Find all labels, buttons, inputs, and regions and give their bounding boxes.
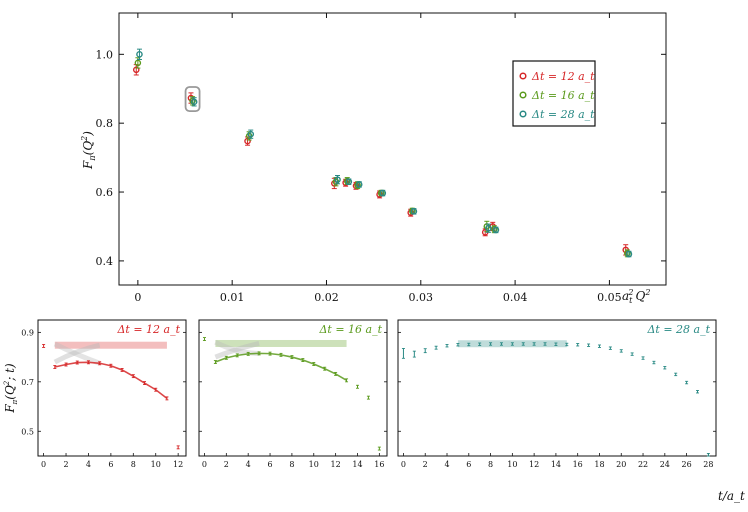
x-tick-label: 0.03 [409,291,434,304]
x-tick-label: 0.05 [597,291,622,304]
legend-box [512,60,596,127]
point-dt28 [247,130,255,138]
main-axis-ticks: 0 0.01 0.02 0.03 0.04 0.05 0.4 0.6 0.8 1.0 [96,13,666,304]
fit-shade-dt16 [214,341,260,360]
panel-y-tick-label: 0.9 [21,328,34,337]
x-tick-label: 0.04 [503,291,528,304]
plateau-band-dt16 [215,339,347,347]
panel-x-tick-label: 22 [638,460,648,469]
legend-label-dt12: Δt = 12 a_t [531,70,595,83]
panel-x-tick-label: 10 [151,460,161,469]
panel-x-tick-label: 2 [224,460,229,469]
legend-marker-dt12 [519,72,527,80]
panel-dt16-title: Δt = 16 a_t [318,323,382,336]
panel-dt28-title: Δt = 28 a_t [646,323,710,336]
legend-item-dt12: Δt = 12 a_t [519,70,595,83]
legend-label-dt16: Δt = 16 a_t [531,89,595,102]
highlight-box [184,86,201,113]
panel-dt12-frame [37,319,187,457]
legend-item-dt16: Δt = 16 a_t [519,89,595,102]
panel-dt12: Δt = 12 a_t 0 2 4 6 8 10 12 0.5 0.7 0.9 [21,319,187,469]
panel-x-tick-label: 16 [374,460,384,469]
panel-x-tick-label: 8 [488,460,493,469]
panel-x-tick-label: 12 [529,460,539,469]
legend-item-dt28: Δt = 28 a_t [519,108,595,121]
fit-curve-dt16 [215,352,347,382]
panel-x-tick-label: 2 [423,460,428,469]
y-tick-label: 0.8 [96,117,114,130]
point-dt16 [134,59,142,67]
point-dt28 [355,181,363,188]
main-y-axis-label: Fπ(Q2) [80,131,97,170]
panel-x-tick-label: 12 [173,460,183,469]
panel-x-tick-label: 28 [703,460,713,469]
panel-x-tick-label: 8 [289,460,294,469]
point-dt28 [334,176,341,183]
panel-x-tick-label: 24 [660,460,670,469]
panel-x-tick-label: 14 [551,460,561,469]
point-dt28 [410,208,418,215]
panel-x-tick-label: 16 [573,460,583,469]
panel-x-tick-label: 26 [682,460,692,469]
panel-x-tick-label: 10 [507,460,517,469]
panel-x-tick-label: 20 [616,460,626,469]
point-dt28 [485,224,492,232]
legend-marker-dt28 [519,110,527,118]
point-dt12 [132,66,140,74]
panel-x-tick-label: 6 [108,460,113,469]
x-tick-label: 0.02 [314,291,339,304]
panel-x-tick-label: 2 [63,460,68,469]
main-data-points [132,48,633,258]
panel-dt28-frame [397,319,717,457]
point-dt28 [136,51,143,58]
panel-x-tick-label: 4 [86,460,91,469]
panel-x-tick-label: 0 [401,460,406,469]
panel-y-axis-label: Fπ(Q2; t) [3,363,19,414]
point-dt28 [379,189,387,197]
panel-dt16-frame [198,319,388,457]
plateau-band-dt12 [54,341,167,349]
point-dt28 [190,98,198,106]
y-tick-label: 1.0 [96,48,114,61]
highlight-rect [184,86,201,113]
panel-x-tick-label: 4 [246,460,251,469]
main-plot-frame [118,12,667,286]
panel-x-tick-label: 14 [352,460,362,469]
panel-x-tick-label: 4 [444,460,449,469]
y-tick-label: 0.6 [96,186,114,199]
point-dt28 [492,226,500,234]
fit-curve-dt12 [54,361,168,400]
panel-y-tick-label: 0.7 [21,378,34,387]
legend-label-dt28: Δt = 28 a_t [531,108,595,121]
x-tick-label: 0.01 [220,291,245,304]
panel-x-tick-label: 6 [267,460,272,469]
panel-y-tick-label: 0.5 [21,427,34,436]
panel-x-tick-label: 18 [594,460,604,469]
x-tick-label: 0 [134,291,141,304]
legend: Δt = 12 a_t Δt = 16 a_t Δt = 28 a_t [512,60,596,127]
point-dt28 [625,250,633,258]
panel-x-tick-label: 8 [131,460,136,469]
main-plot: 0 0.01 0.02 0.03 0.04 0.05 0.4 0.6 0.8 1.0 Fπ(Q2)… [80,12,667,305]
panel-x-tick-label: 6 [466,460,471,469]
panel-dt16: Δt = 16 a_t 0 2 4 6 8 10 12 14 16 [198,319,388,469]
panel-x-tick-label: 0 [41,460,46,469]
legend-marker-dt16 [519,91,527,99]
fit-shade-dt12 [53,342,101,365]
y-tick-label: 0.4 [96,255,114,268]
panel-x-tick-label: 12 [331,460,341,469]
panel-dt12-title: Δt = 12 a_t [116,323,180,336]
fit-shade-dt12 [53,341,101,366]
panel-x-axis-label: t/a_t [718,489,745,503]
point-dt28 [345,178,353,186]
panel-x-tick-label: 10 [309,460,319,469]
panel-x-tick-label: 0 [202,460,207,469]
